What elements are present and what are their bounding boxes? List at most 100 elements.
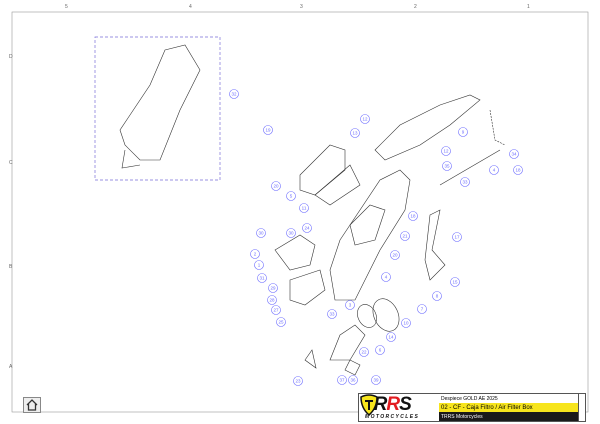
svg-text:28: 28 [269,298,275,303]
svg-text:1: 1 [258,263,261,268]
svg-text:4: 4 [385,275,388,280]
callout-6: 6 [375,345,385,355]
callout-35: 35 [442,161,452,171]
svg-text:10: 10 [403,321,409,326]
callout-8: 8 [432,291,442,301]
part-rear-fender-detail [119,44,201,161]
svg-text:7: 7 [421,307,424,312]
svg-text:20: 20 [273,184,279,189]
svg-text:35: 35 [444,164,450,169]
svg-text:25: 25 [278,320,284,325]
callout-34: 34 [509,149,519,159]
callout-20: 20 [271,181,281,191]
drawing-name: Despiece GOLD AE 2025 [441,395,498,402]
svg-text:4: 4 [493,168,496,173]
part-airbox [329,169,411,301]
svg-text:12: 12 [443,149,449,154]
svg-text:5: 5 [290,194,293,199]
part-filter [372,298,400,332]
part-plate [274,234,316,271]
column-label: 1 [527,4,530,10]
svg-text:24: 24 [304,226,310,231]
callout-36: 36 [348,375,358,385]
callout-17: 17 [452,232,462,242]
part-cover [299,144,346,196]
callout-12: 12 [441,146,451,156]
svg-text:11: 11 [302,206,307,211]
row-label: D [9,54,13,60]
home-button[interactable] [23,397,41,413]
callout-4: 4 [489,165,499,175]
callout-4: 4 [381,272,391,282]
svg-text:31: 31 [259,276,265,281]
callout-15: 15 [450,277,460,287]
callout-30: 30 [256,228,266,238]
svg-text:39: 39 [373,378,379,383]
callout-33: 33 [460,177,470,187]
callout-14: 14 [386,332,396,342]
svg-text:33: 33 [329,312,335,317]
svg-text:8: 8 [436,294,439,299]
callout-10: 10 [401,318,411,328]
callout-19: 19 [263,125,273,135]
callout-33: 33 [327,309,337,319]
svg-text:33: 33 [462,180,468,185]
column-label: 2 [414,4,417,10]
callout-37: 37 [337,375,347,385]
svg-text:22: 22 [361,350,367,355]
svg-text:37: 37 [339,378,345,383]
callout-5: 5 [286,191,296,201]
svg-text:32: 32 [231,92,237,97]
svg-text:30: 30 [258,231,264,236]
callout-13: 13 [350,128,360,138]
column-label: 5 [65,4,68,10]
callout-11: 11 [299,203,309,213]
svg-text:29: 29 [270,286,276,291]
svg-text:19: 19 [265,128,271,133]
svg-text:36: 36 [350,378,356,383]
part-rear-fender [374,94,481,161]
svg-text:17: 17 [454,235,460,240]
svg-text:21: 21 [402,234,408,239]
callout-22: 22 [359,347,369,357]
column-label: 4 [189,4,192,10]
row-label: A [9,364,13,370]
svg-text:23: 23 [295,379,301,384]
callout-32: 32 [229,89,239,99]
callout-30: 30 [286,228,296,238]
detail-box [94,36,221,181]
svg-text:20: 20 [392,253,398,258]
column-label: 3 [300,4,303,10]
callout-18: 18 [513,165,523,175]
svg-text:15: 15 [452,280,458,285]
svg-text:30: 30 [288,231,294,236]
callout-3: 3 [345,300,355,310]
callout-27: 27 [271,305,281,315]
callout-21: 21 [400,231,410,241]
callout-29: 29 [268,283,278,293]
callout-39: 39 [371,375,381,385]
callout-24: 24 [302,223,312,233]
svg-text:34: 34 [511,152,517,157]
home-icon [26,399,38,411]
sheet-border [11,11,589,413]
callout-28: 28 [267,295,277,305]
row-label: C [9,160,13,166]
svg-text:18: 18 [515,168,521,173]
callout-2: 2 [250,249,260,259]
callout-9: 9 [458,127,468,137]
title-block: TRRS MOTORCYCLES Despiece GOLD AE 2025 0… [358,393,586,422]
parts [119,44,506,376]
svg-text:18: 18 [410,214,416,219]
callout-1: 1 [254,260,264,270]
svg-text:3: 3 [349,303,352,308]
drawing-title: 02 - CF - Caja Filtro / Air Filter Box [439,403,578,412]
row-label: B [9,264,13,270]
svg-text:14: 14 [388,335,394,340]
part-guard [424,209,446,281]
callout-18: 18 [408,211,418,221]
company-name: TRRS Motorcycles [439,412,578,421]
callout-23: 23 [293,376,303,386]
